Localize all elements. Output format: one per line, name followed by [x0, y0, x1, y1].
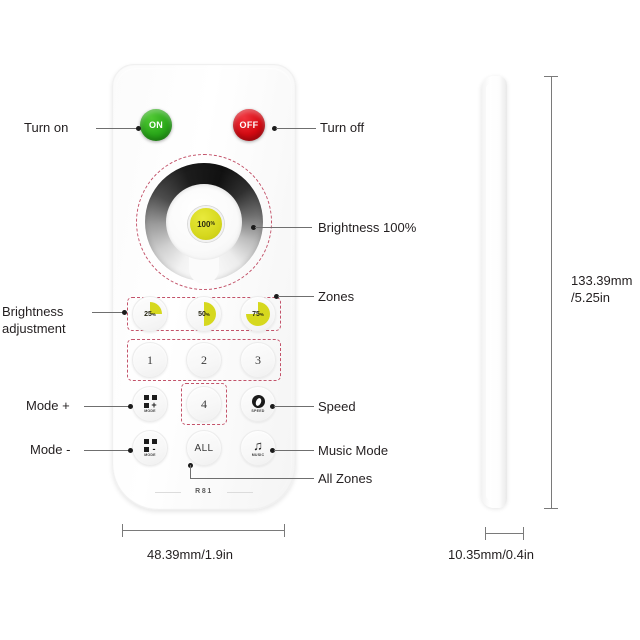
dimension-text-thickness: 10.35mm/0.4in [448, 547, 534, 562]
leader-dot-brightness-adjustment [122, 310, 127, 315]
zone-button-1[interactable]: 1 [132, 342, 168, 378]
leader-dot-turn-on [136, 126, 141, 131]
brightness-preset-50[interactable]: 50% [186, 296, 222, 332]
callout-turn-on: Turn on [24, 120, 69, 135]
leader-dot-brightness-100 [251, 225, 256, 230]
pie-50: 50% [192, 302, 216, 326]
leader-dot-zones [274, 294, 279, 299]
dimension-tick-height-top [544, 76, 558, 77]
dimension-text-height-line1: 133.39mm [571, 273, 633, 288]
zone-button-3[interactable]: 3 [240, 342, 276, 378]
brightness-preset-25-label: 25% [144, 310, 156, 318]
leader-turn-off [276, 128, 316, 129]
leader-dot-speed [270, 404, 275, 409]
callout-brightness-adjustment-line1: Brightness [2, 304, 64, 319]
pie-wedge-50 [192, 302, 216, 326]
all-zones-button[interactable]: ALL [186, 430, 222, 466]
zone-button-4[interactable]: 4 [186, 386, 222, 422]
zone-four-highlight-box [181, 383, 227, 425]
speed-caption: SPEED [251, 409, 265, 413]
remote-side-view [481, 76, 507, 508]
mode-plus-caption: MODE [144, 409, 156, 413]
speed-icon [251, 395, 265, 408]
leader-dot-turn-off [272, 126, 277, 131]
zone-button-1-label: 1 [147, 352, 153, 367]
speed-button[interactable]: SPEED [240, 386, 276, 422]
callout-mode-minus: Mode - [30, 442, 71, 457]
dimension-tick-thickness-left [485, 527, 486, 540]
dimension-tick-width-left [122, 524, 123, 537]
music-note-icon: ♫ [253, 438, 263, 453]
leader-mode-minus [84, 450, 130, 451]
leader-brightness-100 [255, 227, 312, 228]
leader-zones [278, 296, 314, 297]
mode-plus-button[interactable]: + MODE [132, 386, 168, 422]
pie-25: 25% [138, 302, 162, 326]
all-zones-label: ALL [194, 442, 214, 454]
callout-music-mode: Music Mode [318, 443, 389, 458]
brightness-preset-75[interactable]: 75% [240, 296, 276, 332]
leader-all-zones [190, 478, 314, 479]
remote-front-body: ON OFF 100% 25% 50% [112, 64, 296, 510]
callout-speed: Speed [318, 399, 356, 414]
dimension-tick-height-bottom [544, 508, 558, 509]
dimension-tick-width-right [284, 524, 285, 537]
zone-button-4-label: 4 [201, 396, 207, 411]
mode-minus-button[interactable]: - MODE [132, 430, 168, 466]
zones-highlight-box [127, 339, 281, 381]
callout-mode-plus: Mode + [26, 398, 70, 413]
zone-button-2-label: 2 [201, 352, 207, 367]
mode-plus-sign: + [151, 400, 157, 410]
mode-minus-caption: MODE [144, 453, 156, 457]
zone-button-2[interactable]: 2 [186, 342, 222, 378]
music-caption: MUSIC [251, 453, 265, 457]
callout-all-zones: All Zones [318, 471, 373, 486]
callout-brightness-adjustment-line2: adjustment [2, 321, 66, 336]
dimension-text-height-line2: /5.25in [571, 290, 611, 305]
brightness-preset-75-label: 75% [252, 310, 264, 318]
leader-dot-mode-plus [128, 404, 133, 409]
dimension-line-height [551, 76, 552, 508]
leader-brightness-adjustment [92, 312, 124, 313]
callout-turn-off: Turn off [320, 120, 365, 135]
zone-button-3-label: 3 [255, 352, 261, 367]
power-on-label: ON [148, 120, 164, 130]
dimension-text-width: 48.39mm/1.9in [147, 547, 233, 562]
leader-music-mode [274, 450, 314, 451]
brightness-preset-50-label: 50% [198, 310, 210, 318]
dimension-tick-thickness-right [523, 527, 524, 540]
dial-highlight-box [136, 154, 272, 290]
pie-wedge-75 [246, 302, 270, 326]
leader-turn-on [96, 128, 138, 129]
power-off-button[interactable]: OFF [233, 109, 265, 141]
leader-dot-music-mode [270, 448, 275, 453]
mode-minus-sign: - [152, 444, 156, 454]
leader-speed [274, 406, 314, 407]
dimension-line-width [122, 530, 284, 531]
leader-all-zones-vertical [190, 465, 191, 479]
leader-mode-plus [84, 406, 130, 407]
power-off-label: OFF [239, 120, 259, 130]
model-label: R81 [113, 488, 295, 495]
leader-dot-mode-minus [128, 448, 133, 453]
dimension-line-thickness [485, 533, 523, 534]
power-on-button[interactable]: ON [140, 109, 172, 141]
pie-wedge-25 [138, 302, 162, 326]
callout-brightness-100: Brightness 100% [318, 220, 417, 235]
callout-zones: Zones [318, 289, 355, 304]
mode-minus-icon: - [143, 439, 157, 454]
pie-75: 75% [246, 302, 270, 326]
brightness-preset-25[interactable]: 25% [132, 296, 168, 332]
brightness-dial[interactable]: 100% [136, 154, 272, 290]
mode-plus-icon: + [143, 395, 157, 410]
